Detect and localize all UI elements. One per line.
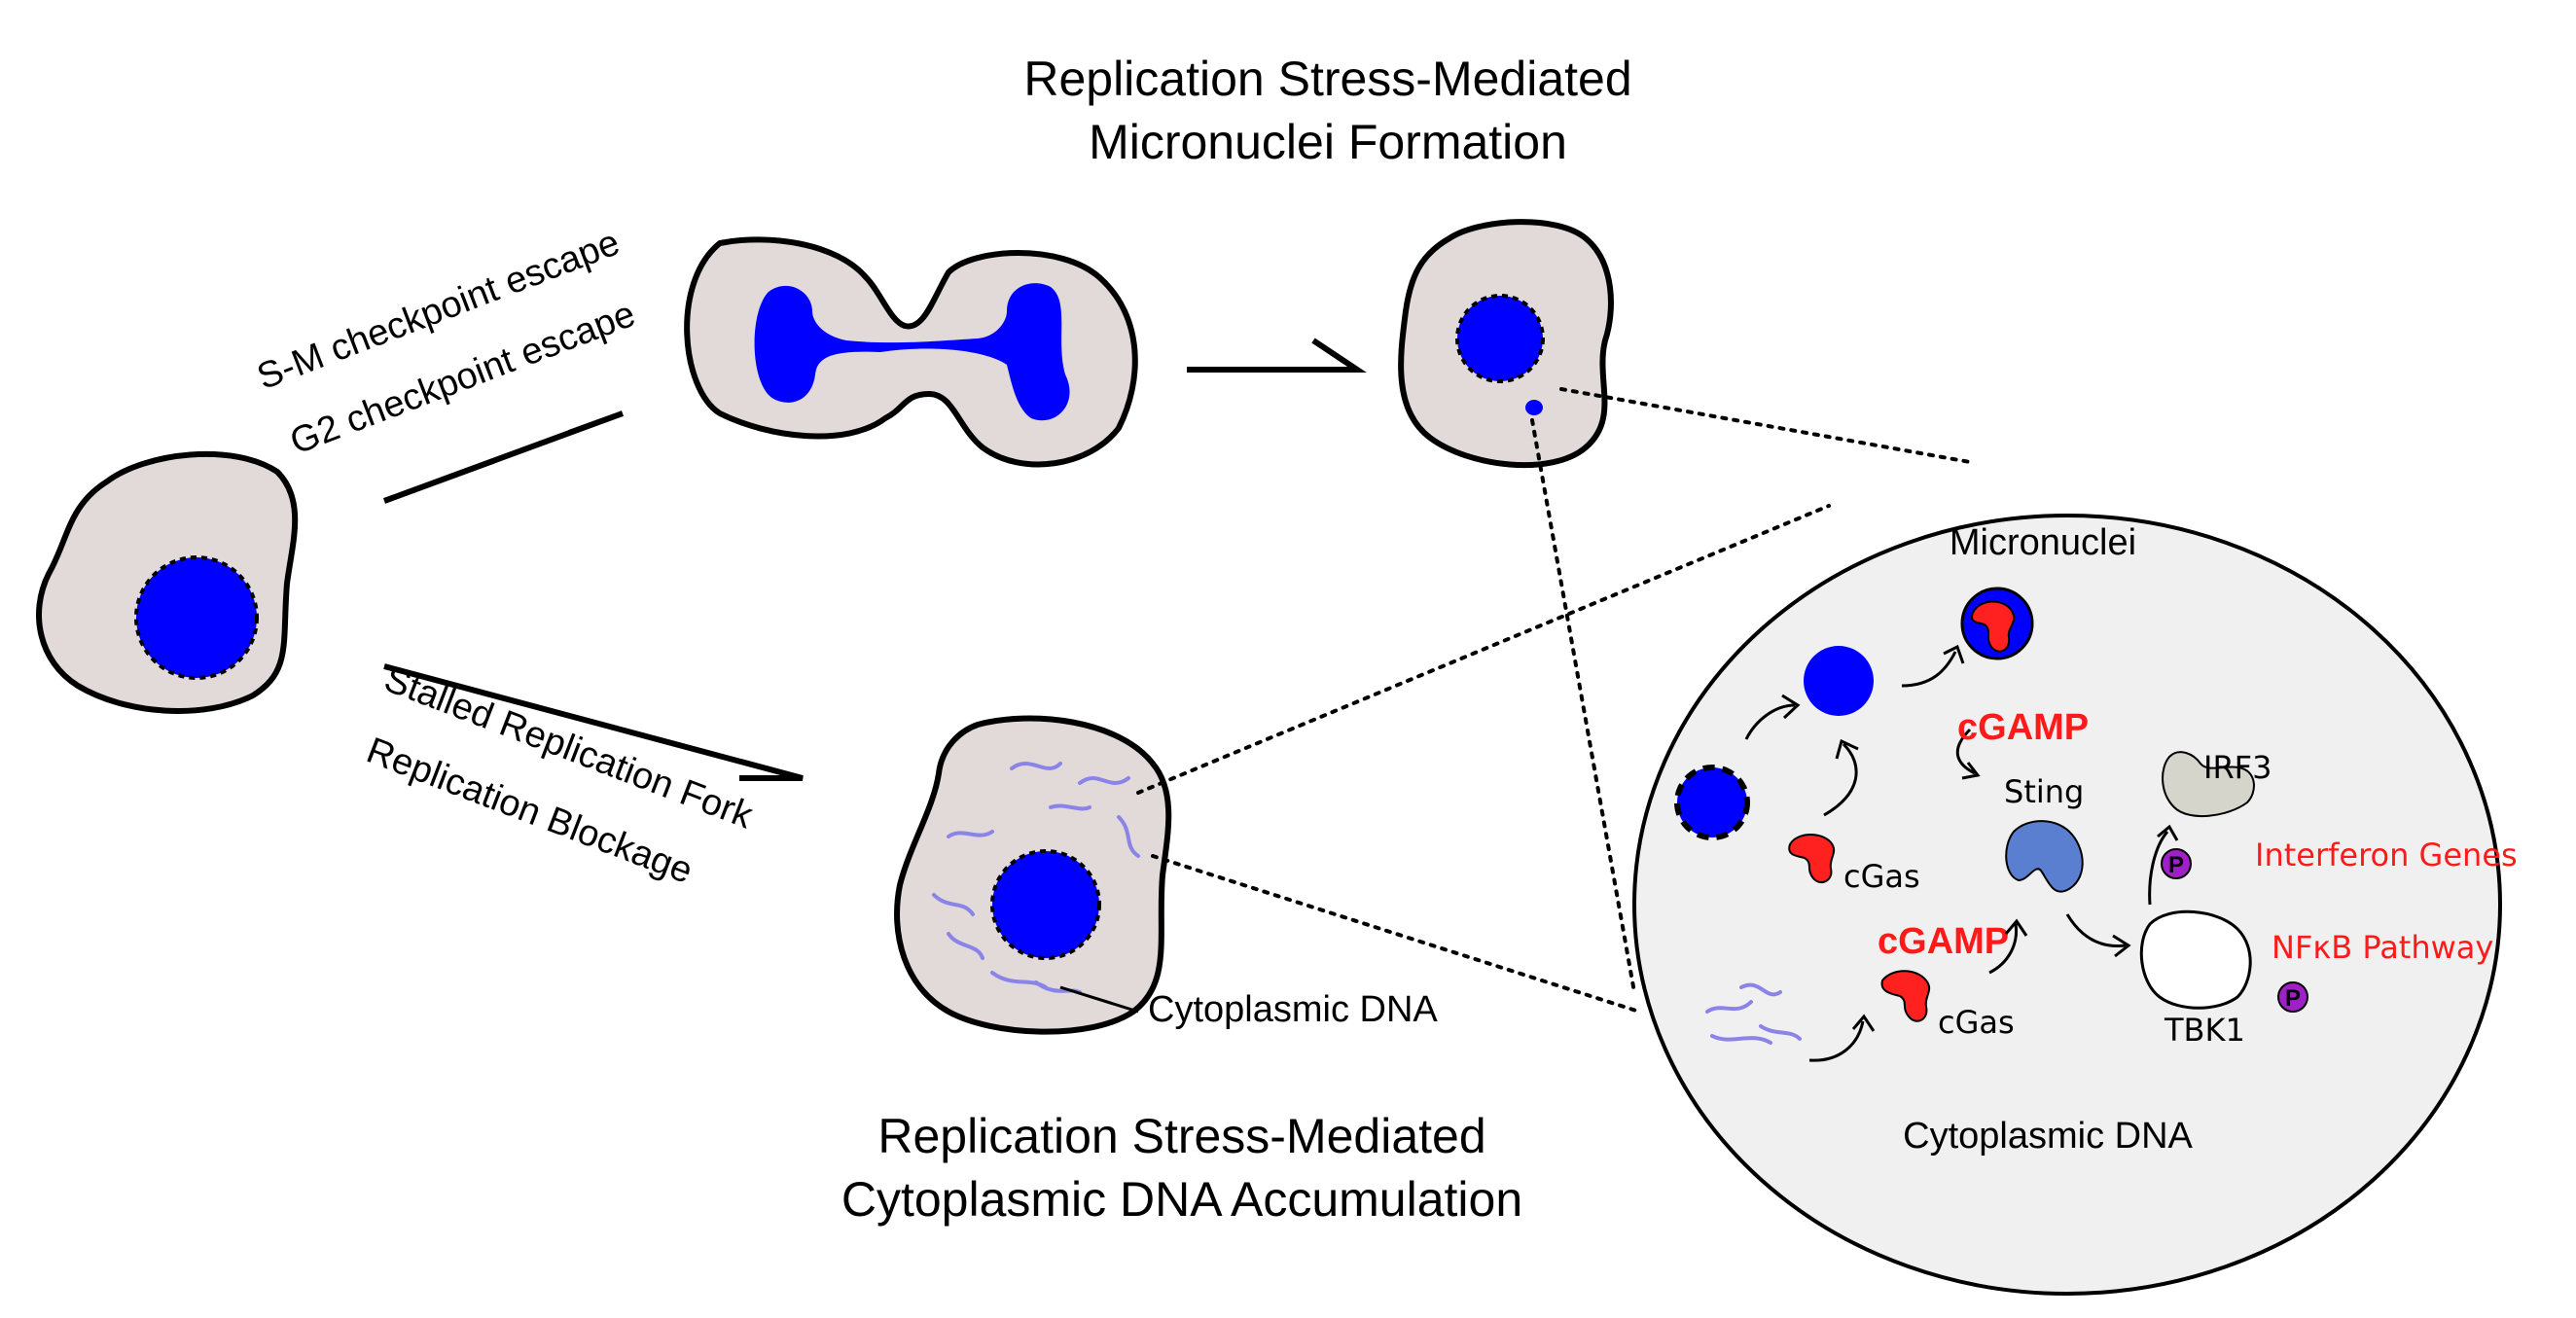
cgas-top-icon — [1788, 834, 1836, 883]
dna-strand — [1010, 762, 1062, 770]
phospho-icon-2 — [2277, 981, 2308, 1013]
cgamp-top: cGAMP — [1957, 707, 2089, 748]
cgamp-to-sting-arrow-bottom-head — [2004, 918, 2028, 937]
cgas-bottom-icon — [1880, 970, 1931, 1022]
dna-strand — [947, 830, 994, 838]
cytoplasmic-dna-footer: Cytoplasmic DNA — [1903, 1116, 2193, 1157]
micronucleus-dot — [1525, 400, 1543, 415]
dna-strand — [1078, 776, 1130, 785]
sting-to-tbk1-arrow-head — [2112, 934, 2131, 958]
initial-cell — [36, 450, 299, 715]
interferon-genes-label: Interferon Genes — [2255, 837, 2518, 873]
cytoplasmic-dna-cell — [894, 715, 1172, 1035]
phospho-2-label: P — [2285, 985, 2301, 1012]
tbk1-icon — [2139, 909, 2252, 1010]
dna-strand — [947, 932, 984, 960]
sting-to-tbk1-arrow — [2065, 913, 2127, 948]
dna-to-cgas-arrow — [1808, 1020, 1865, 1062]
cytoplasmic-dna-leader — [1059, 985, 1139, 1014]
progress-arrow-2 — [1901, 651, 1957, 688]
cgas-bottom-label: cGas — [1938, 1004, 2015, 1041]
tbk1-to-irf3-arrow-head — [2157, 824, 2179, 841]
dna-to-cgas-arrow-head — [1851, 1014, 1876, 1032]
cgamp-to-sting-arrow-bottom — [1988, 923, 2019, 975]
lower-pathway-arrow — [383, 663, 804, 781]
zoom-panel: Micronuclei cGAMP Sting cGas IRF3 P Inte… — [1632, 514, 2518, 1296]
zoom-line — [1530, 418, 1636, 994]
micronuclei-title-line2: Micronuclei Formation — [1089, 115, 1567, 169]
zoom-line — [1151, 854, 1641, 1014]
zoom-dna-strand — [1710, 1034, 1772, 1045]
dna-strand — [1117, 815, 1140, 858]
zoom-dna-strand — [1739, 982, 1782, 997]
sting-icon — [2005, 820, 2084, 893]
phospho-1-label: P — [2168, 852, 2184, 878]
cgas-in-micronucleus — [1971, 600, 2016, 653]
main-nucleus — [1455, 294, 1545, 383]
zoom-line — [1559, 387, 1972, 464]
cgas-to-micronucleus-arrow — [1823, 742, 1858, 817]
dna-strand — [932, 893, 975, 916]
upper-pathway-arrow — [382, 410, 625, 504]
cytoplasmic-title-line1: Replication Stress-Mediated — [877, 1109, 1485, 1163]
cgamp-to-sting-arrow-top — [1955, 728, 1976, 775]
cytoplasmic-dna-cell-label: Cytoplasmic DNA — [1148, 989, 1438, 1030]
irf3-icon — [2162, 751, 2255, 818]
cgamp-to-sting-arrow-top-head — [1961, 762, 1981, 780]
micronuclei-title-line1: Replication Stress-Mediated — [1023, 52, 1631, 106]
progress-arrow-1 — [1744, 703, 1796, 740]
nfkb-pathway-label: NFκB Pathway — [2272, 929, 2493, 966]
cgas-to-micronucleus-arrow-head — [1835, 738, 1859, 760]
initial-cell-nucleus — [134, 555, 259, 680]
irf3-label: IRF3 — [2203, 749, 2272, 786]
middle-arrow — [1187, 338, 1367, 373]
zoom-dna-strand — [1705, 1000, 1753, 1014]
dna-strand — [1049, 803, 1091, 811]
phospho-icon-1 — [2161, 848, 2192, 879]
zoom-line — [1136, 504, 1831, 795]
dividing-nucleus-left — [754, 283, 1070, 421]
cgas-top-label: cGas — [1843, 858, 1920, 895]
dividing-cell — [684, 236, 1138, 468]
zoom-dna-strand — [1759, 1024, 1802, 1041]
cytoplasmic-cell-nucleus — [990, 849, 1101, 960]
tbk1-to-irf3-arrow — [2148, 831, 2169, 906]
micronuclei-header: Micronuclei — [1950, 522, 2136, 563]
cgamp-bottom: cGAMP — [1878, 921, 2009, 962]
dashed-micronucleus — [1674, 765, 1750, 840]
sting-label: Sting — [2004, 773, 2084, 810]
ruptured-micronucleus — [1804, 646, 1874, 716]
progress-arrow-2-head — [1943, 644, 1965, 664]
cytoplasmic-title-line2: Cytoplasmic DNA Accumulation — [841, 1172, 1522, 1227]
tbk1-label: TBK1 — [2164, 1012, 2245, 1049]
micronucleus-cell — [1398, 219, 1614, 469]
progress-arrow-1-head — [1781, 694, 1801, 720]
